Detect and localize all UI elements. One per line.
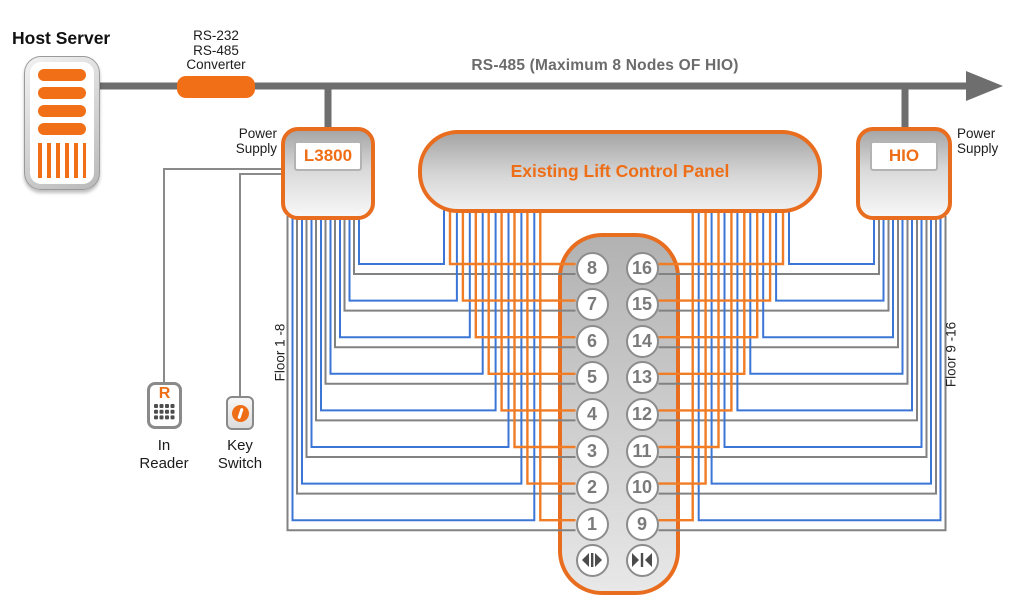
existing-panel-label: Existing Lift Control Panel <box>510 161 730 181</box>
l3800-nameplate: L3800 <box>294 141 362 171</box>
floor-button-10: 10 <box>625 471 659 505</box>
floor-1-8-label: Floor 1 -8 <box>272 323 288 382</box>
reader-keypad-icon <box>154 404 175 420</box>
server-bar <box>38 123 86 135</box>
wire-blue-left <box>301 209 523 485</box>
server-vents <box>38 143 86 178</box>
converter-label: RS-232 RS-485 Converter <box>151 28 281 73</box>
wire-gray-left <box>353 216 576 275</box>
wire-gray-right <box>658 216 899 349</box>
door-open-icon <box>582 553 602 567</box>
wire-gray-left <box>334 216 576 349</box>
floor-button-11: 11 <box>625 434 659 468</box>
floor-button-5: 5 <box>575 361 609 395</box>
hio-nameplate: HIO <box>870 141 938 171</box>
key-slot <box>236 407 244 419</box>
wire-gray-right <box>658 216 947 532</box>
wire-gray-right <box>658 216 890 312</box>
in-reader-label: In Reader <box>123 437 205 473</box>
wire-gray-left <box>324 216 576 385</box>
floor-button-1: 1 <box>575 507 609 541</box>
server-bar <box>38 105 86 117</box>
bus-arrowhead-icon <box>966 71 1003 101</box>
door-close-icon <box>632 553 652 567</box>
wire-blue-left <box>358 209 445 265</box>
wire-blue-right <box>775 209 885 302</box>
wire-blue-right <box>697 209 942 522</box>
server-bar <box>38 87 86 99</box>
existing-lift-control-panel: Existing Lift Control Panel <box>418 130 822 213</box>
converter-label-line: Converter <box>186 57 246 72</box>
power-supply-line: Supply <box>957 141 999 156</box>
in-reader-wire <box>163 168 283 384</box>
floor-button-13: 13 <box>625 361 659 395</box>
key-switch-label: Key Switch <box>199 437 281 473</box>
converter-label-line: RS-485 <box>193 42 239 58</box>
floor-button-2: 2 <box>575 471 609 505</box>
wire-gray-left <box>286 216 576 532</box>
in-reader-label-line: Reader <box>139 455 189 472</box>
wire-gray-right <box>658 216 880 275</box>
wire-blue-left <box>320 209 497 412</box>
floor-button-16: 16 <box>625 251 659 285</box>
floor-button-6: 6 <box>575 324 609 358</box>
wire-gray-right <box>658 216 928 458</box>
reader-letter: R <box>158 385 171 402</box>
server-bar <box>38 69 86 81</box>
wire-blue-right <box>788 209 875 265</box>
host-server-front <box>30 62 94 184</box>
wire-blue-right <box>723 209 923 448</box>
floor-button-8: 8 <box>575 251 609 285</box>
wire-blue-left <box>348 209 458 302</box>
floor-button-3: 3 <box>575 434 609 468</box>
floor-9-16-label: Floor 9 -16 <box>943 321 959 388</box>
wire-blue-left <box>291 209 536 522</box>
wire-gray-right <box>658 216 937 495</box>
key-switch-cylinder <box>231 404 249 422</box>
key-switch-icon <box>226 396 254 430</box>
power-supply-line: Supply <box>235 141 277 156</box>
power-supply-label-right: Power Supply <box>957 126 1019 156</box>
power-supply-line: Power <box>957 126 996 141</box>
wire-blue-right <box>736 209 913 412</box>
in-reader-icon: R <box>147 382 182 429</box>
wire-orange-left <box>448 209 576 266</box>
door-close-button <box>625 543 659 577</box>
key-switch-label-line: Key <box>227 437 253 454</box>
wire-gray-right <box>658 216 918 422</box>
wire-blue-right <box>749 209 904 375</box>
rs232-rs485-converter <box>177 76 255 98</box>
floor-button-14: 14 <box>625 324 659 358</box>
host-server-label: Host Server <box>12 28 111 48</box>
l3800-controller: L3800 <box>281 127 375 220</box>
wire-gray-left <box>315 216 576 422</box>
floor-button-4: 4 <box>575 397 609 431</box>
wire-gray-left <box>296 216 576 495</box>
wire-gray-right <box>658 216 909 385</box>
wire-blue-left <box>339 209 471 339</box>
floor-button-15: 15 <box>625 288 659 322</box>
wire-gray-left <box>305 216 576 458</box>
power-supply-line: Power <box>238 126 277 141</box>
key-switch-label-line: Switch <box>217 455 263 472</box>
wire-orange-right <box>658 209 785 266</box>
host-server-icon <box>24 56 100 190</box>
wire-blue-left <box>329 209 484 375</box>
wire-blue-right <box>710 209 932 485</box>
hio-controller: HIO <box>856 127 952 220</box>
wire-blue-left <box>310 209 510 448</box>
rs485-bus-label: RS-485 (Maximum 8 Nodes OF HIO) <box>471 57 739 74</box>
floor-button-7: 7 <box>575 288 609 322</box>
floor-button-12: 12 <box>625 397 659 431</box>
door-open-button <box>575 543 609 577</box>
floor-button-9: 9 <box>625 507 659 541</box>
power-supply-label-left: Power Supply <box>215 126 277 156</box>
wire-gray-left <box>343 216 576 312</box>
in-reader-label-line: In <box>157 437 171 454</box>
converter-label-line: RS-232 <box>193 28 239 43</box>
wire-blue-right <box>762 209 894 339</box>
